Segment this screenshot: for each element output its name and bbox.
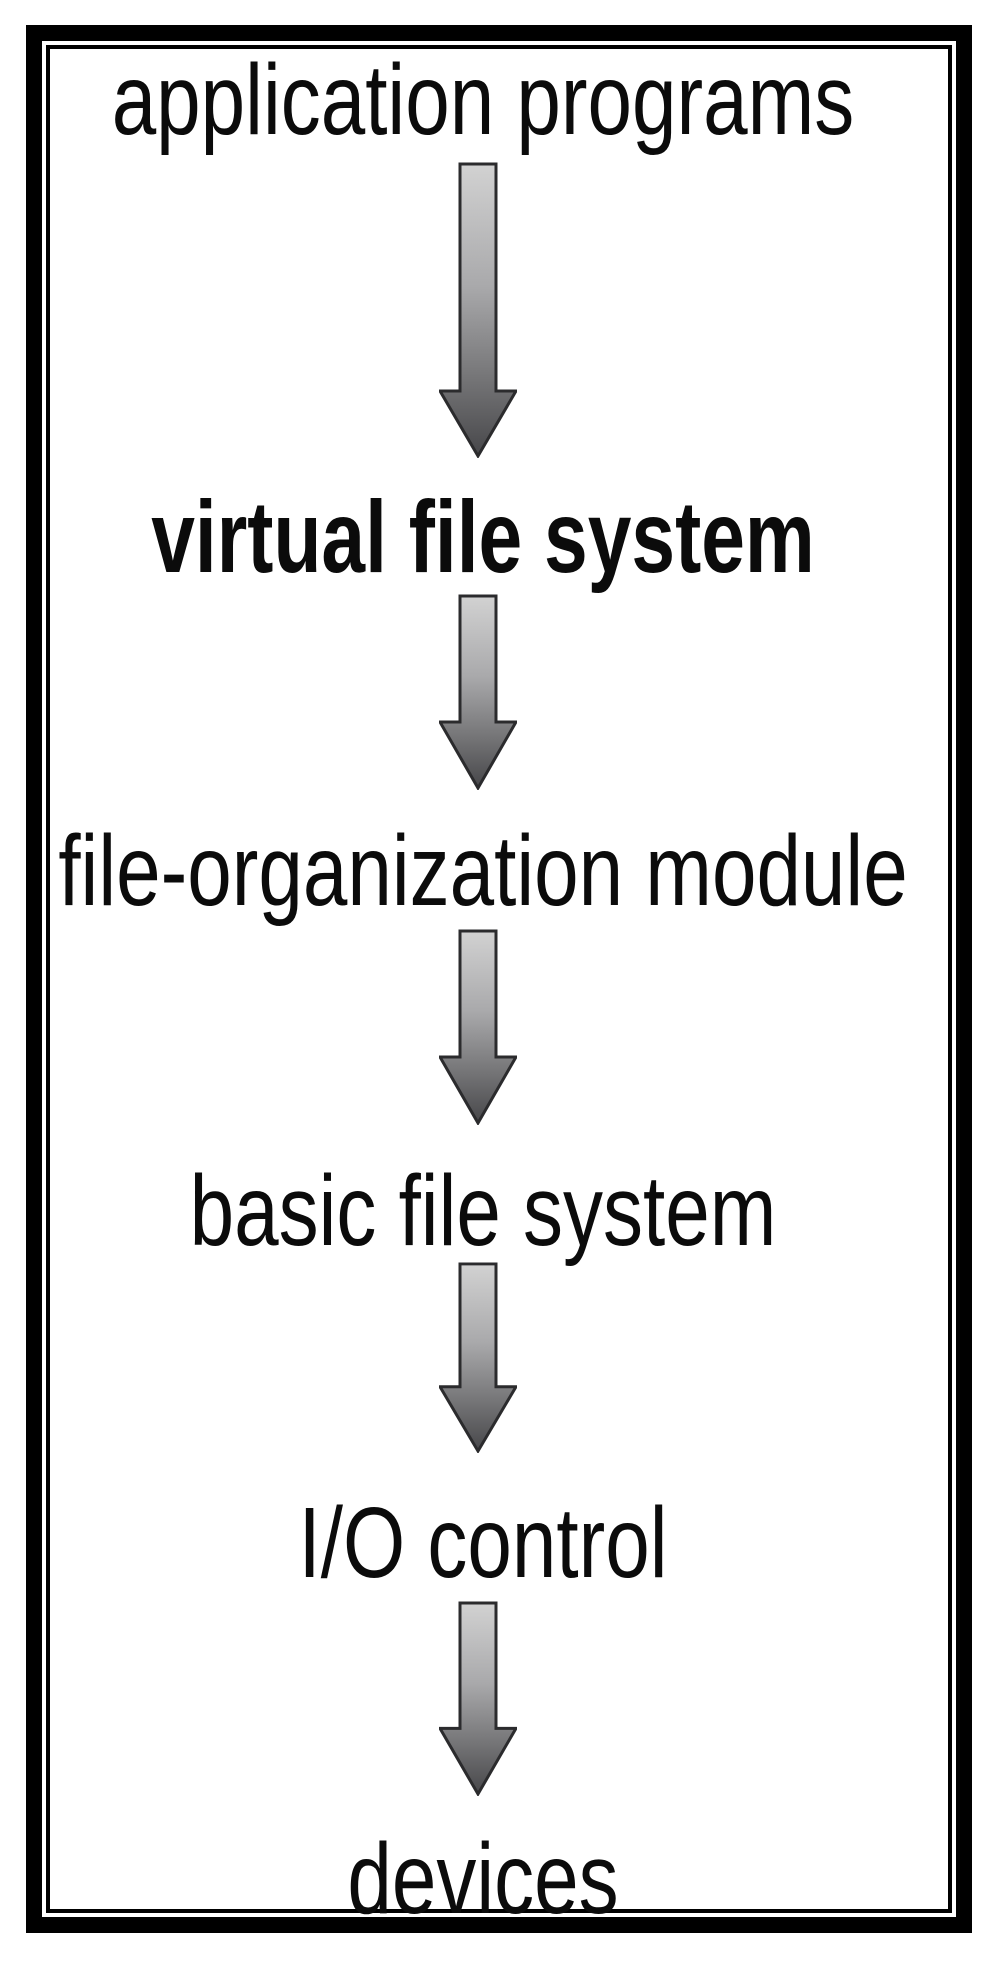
down-arrow-icon bbox=[439, 1262, 517, 1453]
layer-label-text: basic file system bbox=[189, 1155, 777, 1267]
layer-label-text: virtual file system bbox=[151, 480, 815, 594]
layer-label-virtual-file-system: virtual file system bbox=[52, 486, 914, 588]
down-arrow-icon bbox=[439, 1601, 517, 1796]
layer-label-basic-file-system: basic file system bbox=[116, 1161, 850, 1261]
down-arrow-icon bbox=[439, 162, 517, 458]
outer-frame-border bbox=[26, 25, 972, 1933]
layer-label-text: I/O control bbox=[298, 1487, 668, 1599]
down-arrow-icon bbox=[439, 929, 517, 1125]
layer-label-application-programs: application programs bbox=[19, 50, 947, 150]
layer-label-io-control: I/O control bbox=[252, 1493, 713, 1593]
layer-label-devices: devices bbox=[313, 1829, 652, 1929]
layer-label-text: file-organization module bbox=[58, 815, 908, 927]
down-arrow-icon bbox=[439, 594, 517, 790]
layer-label-file-organization-module: file-organization module bbox=[0, 821, 999, 921]
layer-label-text: application programs bbox=[111, 44, 855, 156]
inner-frame-border bbox=[46, 45, 952, 1913]
layer-label-text: devices bbox=[347, 1823, 619, 1935]
